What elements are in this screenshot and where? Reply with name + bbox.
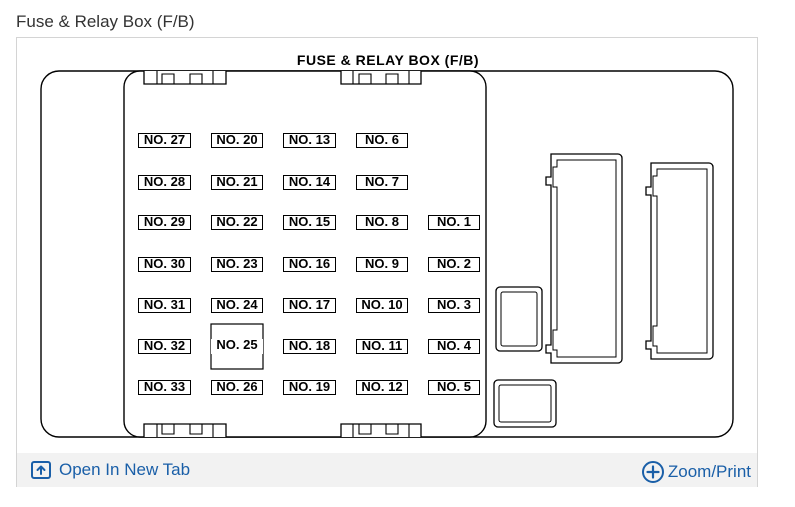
page-title: Fuse & Relay Box (F/B) xyxy=(16,12,195,31)
fuse-label: NO. 27 xyxy=(138,133,191,148)
fuse-label: NO. 15 xyxy=(283,215,336,230)
fuse-label: NO. 16 xyxy=(283,257,336,272)
fuse-label: NO. 17 xyxy=(283,298,336,313)
fuse-label: NO. 22 xyxy=(211,215,263,230)
fuse-label: NO. 12 xyxy=(356,380,408,395)
open-in-new-tab-link[interactable]: Open In New Tab xyxy=(31,460,190,480)
fuse-label: NO. 26 xyxy=(211,380,263,395)
diagram-title: FUSE & RELAY BOX (F/B) xyxy=(296,52,480,68)
fuse-label: NO. 30 xyxy=(138,257,191,272)
fuse-label: NO. 1 xyxy=(428,215,480,230)
card-footer: Open In New Tab Zoom/Print xyxy=(17,453,757,487)
fuse-label: NO. 8 xyxy=(356,215,408,230)
fuse-label: NO. 10 xyxy=(356,298,408,313)
fuse-label: NO. 14 xyxy=(283,175,336,190)
zoom-plus-icon xyxy=(641,460,665,484)
fuse-label: NO. 6 xyxy=(356,133,408,148)
diagram-card: FUSE & RELAY BOX (F/B) NO. 27 NO. 20 NO.… xyxy=(16,37,758,487)
open-in-new-tab-icon xyxy=(31,461,51,479)
fuse-label: NO. 29 xyxy=(138,215,191,230)
fuse-label: NO. 20 xyxy=(211,133,263,148)
fuse-label: NO. 32 xyxy=(138,339,191,354)
open-in-new-tab-label: Open In New Tab xyxy=(59,460,191,479)
fuse-label: NO. 5 xyxy=(428,380,480,395)
zoom-print-link[interactable]: Zoom/Print xyxy=(641,460,751,484)
fuse-label: NO. 11 xyxy=(356,339,408,354)
fuse-label: NO. 23 xyxy=(211,257,263,272)
fuse-label: NO. 28 xyxy=(138,175,191,190)
fuse-label: NO. 33 xyxy=(138,380,191,395)
fuse-label: NO. 2 xyxy=(428,257,480,272)
fuse-label: NO. 25 xyxy=(211,338,263,354)
fuse-label: NO. 21 xyxy=(211,175,263,190)
fuse-label: NO. 18 xyxy=(283,339,336,354)
fuse-label: NO. 24 xyxy=(211,298,263,313)
fuse-label: NO. 13 xyxy=(283,133,336,148)
fuse-label: NO. 3 xyxy=(428,298,480,313)
fuse-label: NO. 31 xyxy=(138,298,191,313)
fuse-label: NO. 4 xyxy=(428,339,480,354)
fuse-label: NO. 19 xyxy=(283,380,336,395)
zoom-print-label: Zoom/Print xyxy=(667,462,751,481)
fuse-label: NO. 9 xyxy=(356,257,408,272)
fuse-label: NO. 7 xyxy=(356,175,408,190)
